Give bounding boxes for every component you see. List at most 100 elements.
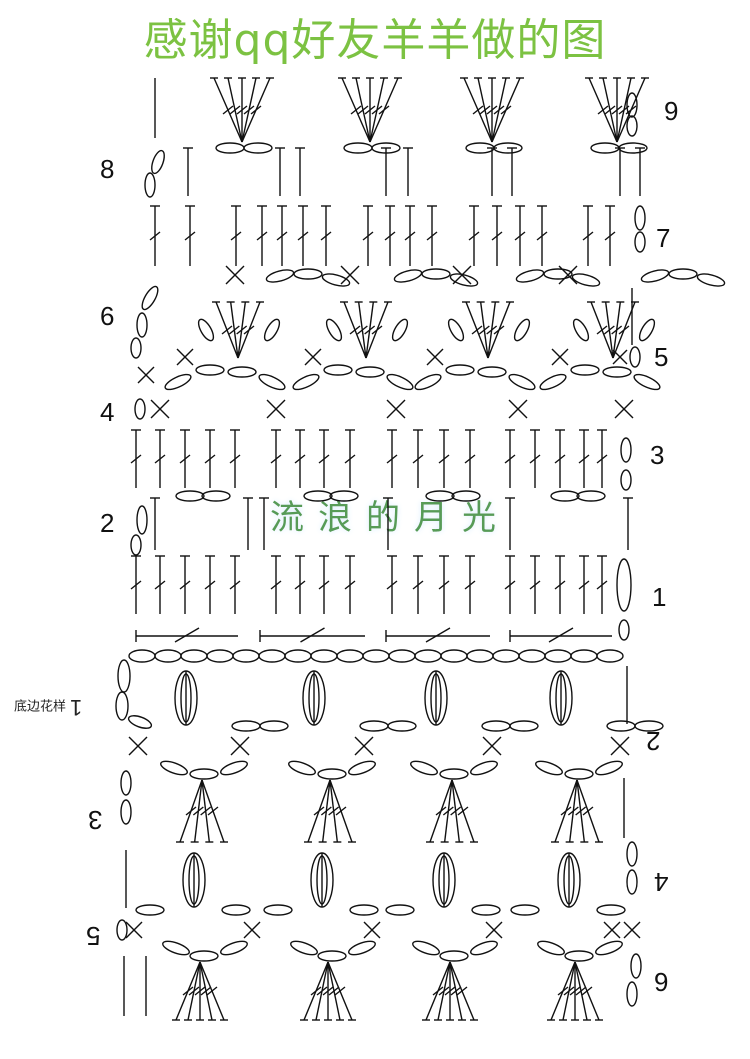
chain-stitch: [425, 490, 455, 502]
chain-stitch: [513, 318, 531, 342]
cluster-stitch-bar: [435, 806, 447, 816]
double-crochet-bar: [362, 231, 374, 241]
fan-stitch-bar: [222, 105, 234, 115]
single-crochet-stroke: [485, 921, 503, 939]
chain-stitch: [359, 720, 389, 732]
chain-stitch: [576, 490, 606, 502]
single-crochet-stroke: [125, 921, 143, 939]
cluster-stitch-bar: [335, 806, 347, 816]
chain-stitch: [470, 940, 498, 956]
cluster-stitch-bar: [575, 806, 587, 816]
chain-stitch: [288, 760, 316, 776]
row-number-9: 9: [664, 96, 679, 126]
single-crochet-stroke: [363, 921, 381, 939]
chain-stitch: [606, 720, 636, 732]
chain-stitch: [626, 841, 638, 867]
chain-stitch: [440, 649, 468, 663]
chain-stitch: [564, 768, 594, 780]
double-crochet-bar: [344, 454, 356, 464]
chain-stitch: [570, 649, 598, 663]
double-crochet-bar: [297, 231, 309, 241]
chain-stitch: [629, 346, 641, 368]
chain-stitch: [220, 760, 248, 776]
cluster-stitch-bar: [310, 986, 322, 996]
chain-stitch: [206, 649, 234, 663]
chain-stitch: [371, 142, 401, 154]
chain-stitch: [602, 366, 632, 378]
chain-stitch: [348, 940, 376, 956]
chain-stitch: [634, 720, 664, 732]
chain-stitch: [626, 869, 638, 895]
double-crochet-bar: [204, 454, 216, 464]
chain-stitch: [258, 373, 286, 391]
single-crochet-stroke: [603, 921, 621, 939]
chain-stitch: [439, 950, 469, 962]
chain-stitch: [336, 649, 364, 663]
fan-stitch-bar: [243, 105, 255, 115]
chain-stitch: [258, 649, 286, 663]
row-number-6: 6: [100, 301, 115, 331]
double-crochet-bar: [504, 454, 516, 464]
chain-stitch: [493, 142, 523, 154]
fan-stitch-bar: [371, 325, 383, 335]
chain-stitch: [412, 940, 440, 956]
chain-stitch: [445, 364, 475, 376]
double-crochet-bar: [536, 231, 548, 241]
single-crochet-stroke: [386, 399, 406, 419]
cluster-stitch-bar: [442, 806, 454, 816]
chain-stitch: [633, 373, 661, 391]
chain-stitch: [232, 649, 260, 663]
double-crochet-bar: [578, 454, 590, 464]
fan-stitch-bar: [596, 325, 608, 335]
double-crochet-bar: [204, 580, 216, 590]
fan-stitch-bar: [364, 105, 376, 115]
cluster-stitch-bar: [582, 806, 594, 816]
double-crochet-bar: [149, 231, 161, 241]
cluster-stitch-bar: [200, 806, 212, 816]
double-crochet-bar: [130, 580, 142, 590]
double-crochet-bar: [578, 580, 590, 590]
double-crochet-bar: [596, 454, 608, 464]
fan-stitch-bar: [597, 105, 609, 115]
cluster-stitch-bar: [438, 986, 450, 996]
chain-stitch: [477, 366, 507, 378]
cluster-stitch-bar: [432, 986, 444, 996]
puff-stitch-inner: [308, 673, 320, 723]
double-crochet-bar: [554, 454, 566, 464]
double-crochet-bar: [386, 454, 398, 464]
chain-stitch: [227, 366, 257, 378]
fan-stitch-bar: [493, 105, 505, 115]
chain-stitch: [571, 273, 601, 287]
edge-pattern-text: 底边花样: [14, 699, 67, 715]
cluster-stitch-bar: [328, 806, 340, 816]
double-crochet-bar: [514, 231, 526, 241]
cluster-stitch-bar: [200, 986, 212, 996]
double-crochet-bar: [344, 580, 356, 590]
slip-stitch-mark: [548, 627, 574, 643]
row-number-1: 1: [652, 582, 667, 612]
chain-stitch: [386, 373, 414, 391]
chain-stitch: [362, 649, 390, 663]
fan-stitch-bar: [479, 105, 491, 115]
cluster-stitch-bar: [569, 986, 581, 996]
chain-stitch: [590, 142, 620, 154]
double-crochet-bar: [529, 454, 541, 464]
chain-stitch: [570, 364, 600, 376]
double-crochet-bar: [554, 580, 566, 590]
fan-stitch-bar: [371, 105, 383, 115]
chain-stitch: [293, 268, 323, 280]
chain-stitch: [510, 904, 540, 916]
fan-stitch-bar: [228, 325, 240, 335]
fan-stitch-bar: [250, 105, 262, 115]
puff-stitch-inner: [563, 855, 575, 905]
single-crochet-stroke: [612, 349, 628, 365]
chain-stitch: [410, 760, 438, 776]
chain-stitch: [388, 649, 416, 663]
chain-stitch: [439, 768, 469, 780]
chain-stitch: [572, 318, 590, 342]
double-crochet-bar: [294, 454, 306, 464]
chain-stitch: [329, 490, 359, 502]
chain-stitch: [391, 318, 409, 342]
chain-stitch: [349, 904, 379, 916]
